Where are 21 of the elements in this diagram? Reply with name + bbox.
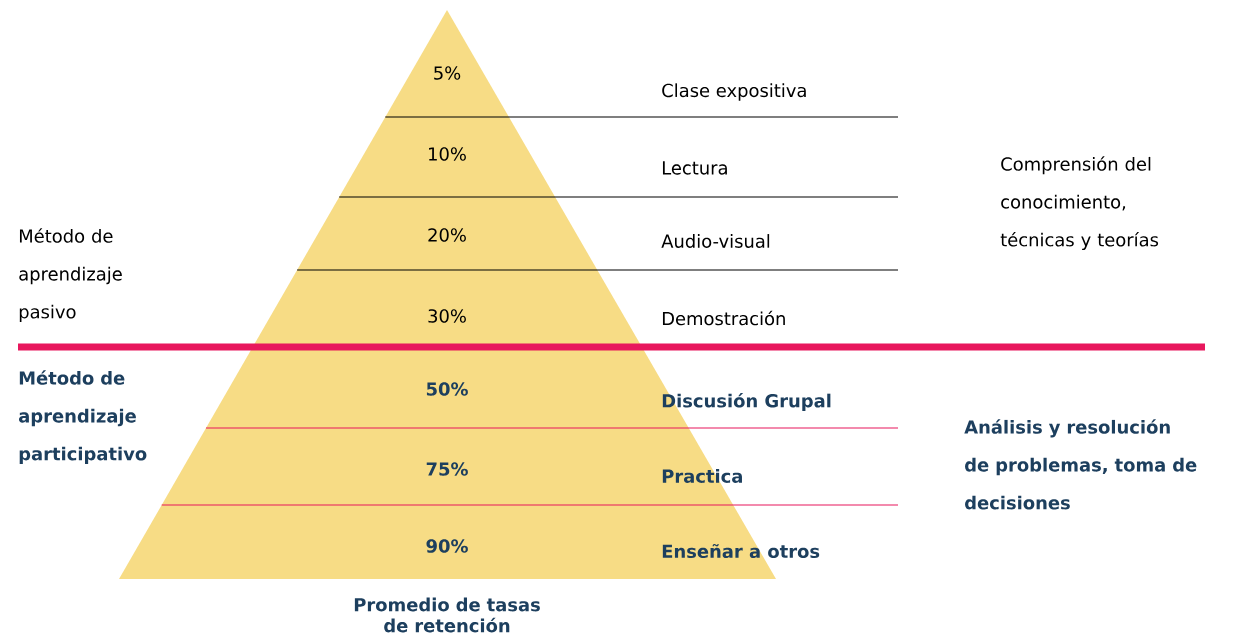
- row-label: Enseñar a otros: [662, 543, 820, 559]
- pyramid-band: 20%: [297, 197, 598, 270]
- caption: Promedio de tasas de retención: [354, 597, 540, 633]
- node-label: 20%: [428, 228, 466, 242]
- node-label: 50%: [426, 382, 468, 396]
- row-label: Lectura: [662, 161, 727, 175]
- side-note: Método de aprendizaje participativo: [18, 370, 147, 464]
- pyramid-band: 5%: [385, 10, 509, 117]
- pyramid-band: 30%: [252, 270, 642, 347]
- row-label: Clase expositiva: [662, 83, 806, 101]
- side-note: Método de aprendizaje pasivo: [19, 228, 122, 322]
- node-label: 30%: [428, 309, 466, 323]
- row-label: Demostración: [662, 310, 785, 326]
- side-note: Análisis y resolución de problemas, toma de decisiones: [964, 419, 1197, 510]
- node-label: 5%: [434, 66, 461, 80]
- node-label: 10%: [429, 147, 466, 161]
- side-note: Comprensión del conocimiento, técnicas y teorías: [1000, 156, 1159, 250]
- pyramid-band: 10%: [339, 117, 556, 197]
- node-label: 90%: [426, 539, 468, 553]
- node-label: 75%: [426, 462, 468, 476]
- row-label: Audio-visual: [661, 234, 770, 248]
